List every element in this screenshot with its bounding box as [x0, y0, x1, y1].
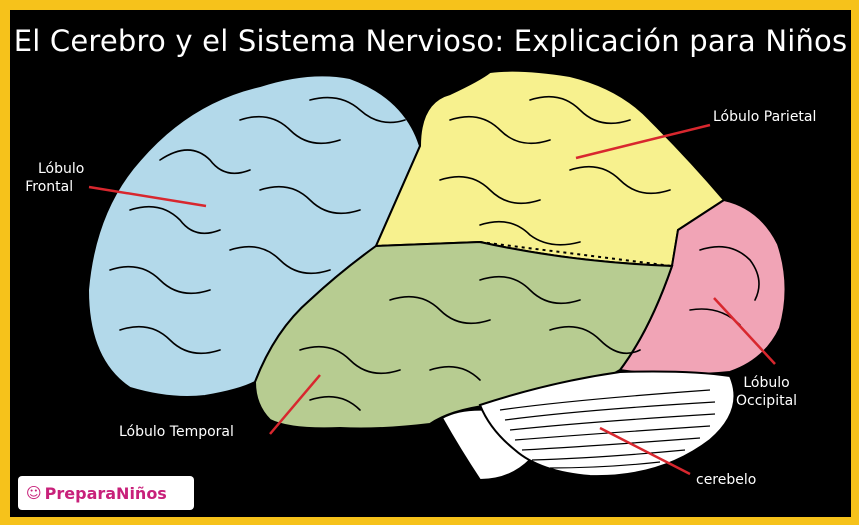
label-occipital: Lóbulo Occipital [736, 374, 797, 410]
label-frontal-line2: Frontal [25, 179, 74, 195]
label-temporal: Lóbulo Temporal [119, 424, 234, 440]
label-frontal-line1: Lóbulo [38, 161, 85, 177]
brain-diagram [86, 69, 787, 482]
brainstem [440, 408, 532, 482]
parietal-pointer [575, 123, 711, 160]
occipital-pointer [713, 297, 776, 365]
temporal-pointer [269, 374, 321, 435]
parietal-temporal-boundary [479, 241, 673, 267]
diagram-board: El Cerebro y el Sistema Nervioso: Explic… [10, 10, 851, 517]
pointer-lines [88, 123, 776, 476]
cerebellum-folds [499, 389, 716, 469]
cerebellum [478, 370, 736, 478]
logo-text: PreparaNiños [44, 483, 167, 503]
smiley-icon: ☺ [26, 484, 42, 502]
parietal-lobe [374, 69, 726, 268]
cerebelo-pointer [599, 426, 691, 476]
preparaninos-logo: ☺ PreparaNiños [18, 476, 194, 510]
frontal-pointer [88, 185, 207, 208]
label-occipital-line2: Occipital [736, 393, 798, 409]
label-parietal: Lóbulo Parietal [713, 109, 817, 125]
label-cerebelo: cerebelo [696, 472, 757, 488]
page-title: El Cerebro y el Sistema Nervioso: Explic… [13, 24, 848, 58]
brain-folds [109, 95, 760, 411]
label-occipital-line1: Lóbulo [743, 375, 790, 391]
label-frontal: Lóbulo Frontal [25, 160, 85, 196]
